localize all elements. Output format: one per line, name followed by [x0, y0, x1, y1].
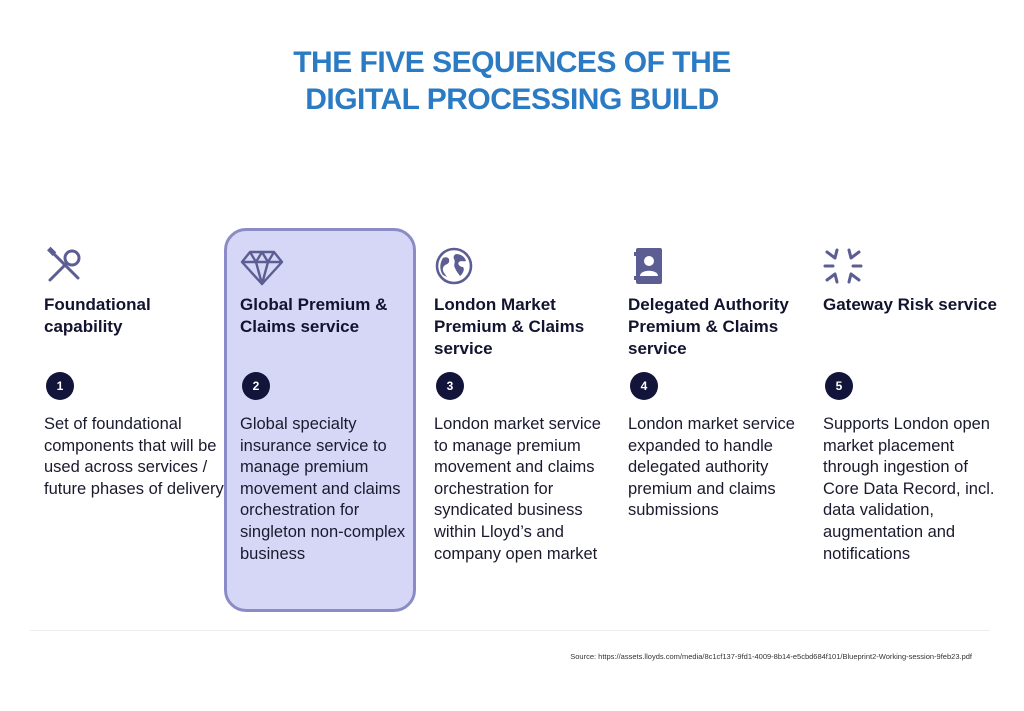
title-line-1: THE FIVE SEQUENCES OF THE [293, 46, 731, 79]
source-citation: Source: https://assets.lloyds.com/media/… [570, 652, 972, 661]
sequence-description: Supports London open market placement th… [823, 415, 995, 563]
globe-icon [434, 246, 474, 286]
sequence-name: London Market Premium & Claims service [434, 295, 585, 358]
wrench-screwdriver-icon [44, 246, 84, 286]
contact-book-icon [628, 246, 668, 286]
highlight-card [224, 228, 416, 612]
sequence-description: Global specialty insurance service to ma… [240, 415, 406, 563]
sequence-number-badge: 2 [242, 372, 270, 400]
gateway-burst-icon [823, 246, 863, 286]
sequence-name: Gateway Risk service [823, 295, 997, 314]
sequence-description: Set of foundational components that will… [44, 415, 224, 498]
sequence-description: London market service to manage premium … [434, 415, 601, 563]
sequence-name: Global Premium & Claims service [240, 295, 388, 336]
footer-divider [30, 630, 990, 631]
sequence-number-badge: 3 [436, 372, 464, 400]
page-title: THE FIVE SEQUENCES OF THE DIGITAL PROCES… [0, 44, 1024, 118]
sequence-number-badge: 1 [46, 372, 74, 400]
sequence-name: Delegated Authority Premium & Claims ser… [628, 295, 789, 358]
title-line-2: DIGITAL PROCESSING BUILD [305, 83, 719, 116]
sequence-description: London market service expanded to handle… [628, 415, 795, 520]
sequence-number-badge: 4 [630, 372, 658, 400]
sequence-name: Foundational capability [44, 295, 151, 336]
sequence-number-badge: 5 [825, 372, 853, 400]
diamond-icon [240, 246, 284, 286]
